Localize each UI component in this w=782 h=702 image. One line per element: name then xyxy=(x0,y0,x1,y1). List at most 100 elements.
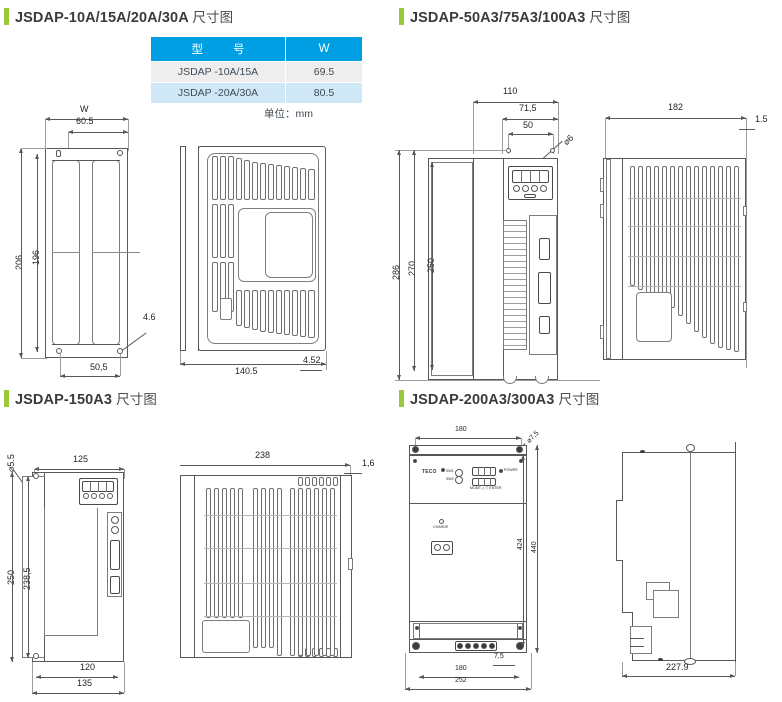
cell-model: JSDAP -20A/30A xyxy=(150,82,286,104)
section-title-200a3: JSDAP-200A3/300A3 尺寸图 xyxy=(410,392,600,408)
switch-label-1: SW1 xyxy=(446,469,454,473)
table-row: JSDAP -10A/15A 69.5 xyxy=(150,61,363,83)
dim-252: 252 xyxy=(455,677,467,684)
dim-206: 206 xyxy=(14,254,24,270)
keypad-button xyxy=(99,493,105,499)
section-title-50a3: JSDAP-50A3/75A3/100A3 尺寸图 xyxy=(410,10,631,26)
drawing-150a3-front-view: ⌀5.5 125 250 xyxy=(0,440,175,702)
cell-model: JSDAP -10A/15A xyxy=(150,61,286,83)
chassis-screw xyxy=(518,626,522,630)
mounting-hole xyxy=(56,150,61,157)
dim-140-5: 140.5 xyxy=(235,366,258,376)
section-title-10a: JSDAP-10A/15A/20A/30A 尺寸图 xyxy=(15,10,234,26)
dim-60-5: 60.5 xyxy=(76,116,94,126)
accent-bar-icon xyxy=(399,7,404,25)
dim-7-5: 7,5 xyxy=(494,653,504,660)
terminal-screw xyxy=(465,643,471,649)
mounting-hole xyxy=(516,446,523,453)
terminal-screw xyxy=(489,643,495,649)
dim-238-5: 238,5 xyxy=(22,567,32,590)
dim-135: 135 xyxy=(77,678,93,688)
charge-label: CHARGE xyxy=(433,525,449,529)
drawing-10a-side-view: 4.52 140.5 xyxy=(160,120,385,390)
connector-port xyxy=(111,526,119,534)
spec-table: 型号 W JSDAP -10A/15A 69.5 JSDAP -20A/30A … xyxy=(150,36,363,104)
dim-182: 182 xyxy=(668,102,684,112)
keypad-button xyxy=(531,185,538,192)
cell-w: 80.5 xyxy=(285,82,363,104)
terminal-screw xyxy=(481,643,487,649)
drawing-50a3-front-view: 110 71,5 50 ⌀6 xyxy=(391,80,605,384)
table-row: JSDAP -20A/30A 80.5 xyxy=(150,82,363,104)
switch-label-2: SW2 xyxy=(446,477,454,481)
cell-w: 69.5 xyxy=(285,61,363,83)
mounting-hole xyxy=(56,348,62,354)
section-title-150a3: JSDAP-150A3 尺寸图 xyxy=(15,392,157,408)
dim-50-5: 50,5 xyxy=(90,362,108,372)
power-led xyxy=(499,469,503,473)
screw xyxy=(658,658,663,661)
dim-250: 250 xyxy=(426,257,436,273)
keypad-button xyxy=(513,185,520,192)
accent-bar-icon xyxy=(4,389,9,407)
section-heading-150a3: JSDAP-150A3 尺寸图 xyxy=(4,388,157,408)
mounting-lug xyxy=(684,658,696,665)
screw xyxy=(640,450,645,453)
chassis-screw xyxy=(415,626,419,630)
dim-227-9: 227.9 xyxy=(666,662,689,672)
connector-cn3 xyxy=(539,316,550,334)
mounting-lug xyxy=(686,444,695,452)
dim-238: 238 xyxy=(255,450,271,460)
connector-port xyxy=(111,516,119,524)
mounting-hole xyxy=(412,642,420,650)
dim-dia-7-5: ⌀7,5 xyxy=(525,429,541,445)
drawing-200a3-front-view: 180 ⌀7,5 TECO MODE △ ▽ ENTER POWER xyxy=(395,425,585,700)
charge-led xyxy=(439,519,444,524)
dim-110: 110 xyxy=(503,86,518,96)
power-label: POWER xyxy=(504,468,518,472)
dim-4-6: 4.6 xyxy=(143,312,156,322)
brand-logo: TECO xyxy=(422,469,437,475)
accent-bar-icon xyxy=(4,7,9,25)
terminal-screw xyxy=(473,643,479,649)
keypad-button xyxy=(540,185,547,192)
dim-120: 120 xyxy=(80,662,96,672)
dim-180-top: 180 xyxy=(455,426,467,433)
rotary-switch xyxy=(455,476,463,484)
terminal-screw xyxy=(457,643,463,649)
mounting-hole xyxy=(412,446,419,453)
keypad-button xyxy=(83,493,89,499)
drawing-150a3-side-view: 238 1,6 xyxy=(180,440,392,675)
dim-196: 196 xyxy=(31,249,41,265)
logo-mark-icon xyxy=(441,468,445,472)
drawing-10a-back-view: W 60.5 206 196 xyxy=(0,100,200,390)
keypad-button xyxy=(522,185,529,192)
keypad-button xyxy=(91,493,97,499)
dim-180-bottom: 180 xyxy=(455,665,467,672)
accent-bar-icon xyxy=(399,389,404,407)
th-w: W xyxy=(285,36,363,62)
connector-cn2 xyxy=(110,540,120,570)
terminal-screw xyxy=(443,544,450,551)
connector-cn3 xyxy=(110,576,120,594)
keypad-key-labels: MODE △ ▽ ENTER xyxy=(470,486,502,490)
dim-w-symbol: W xyxy=(80,104,89,114)
keypad-led xyxy=(524,194,536,198)
dim-71-5: 71,5 xyxy=(519,103,537,113)
section-heading-200a3: JSDAP-200A3/300A3 尺寸图 xyxy=(399,388,599,408)
drawing-200a3-side-view: 227.9 xyxy=(600,430,782,700)
keypad-button xyxy=(107,493,113,499)
dim-dia-6: ⌀6 xyxy=(561,132,576,148)
mounting-hole xyxy=(117,348,123,354)
connector-cn1 xyxy=(539,238,550,260)
mounting-hole xyxy=(550,148,555,153)
dim-4-52: 4.52 xyxy=(303,355,321,365)
terminal-screw xyxy=(434,544,441,551)
table-header-row: 型号 W xyxy=(150,36,363,62)
th-model: 型号 xyxy=(150,36,286,62)
connector-cn2 xyxy=(538,272,551,304)
corner-screw xyxy=(413,459,417,463)
section-heading-50a3: JSDAP-50A3/75A3/100A3 尺寸图 xyxy=(399,6,630,26)
mounting-hole xyxy=(117,150,123,156)
